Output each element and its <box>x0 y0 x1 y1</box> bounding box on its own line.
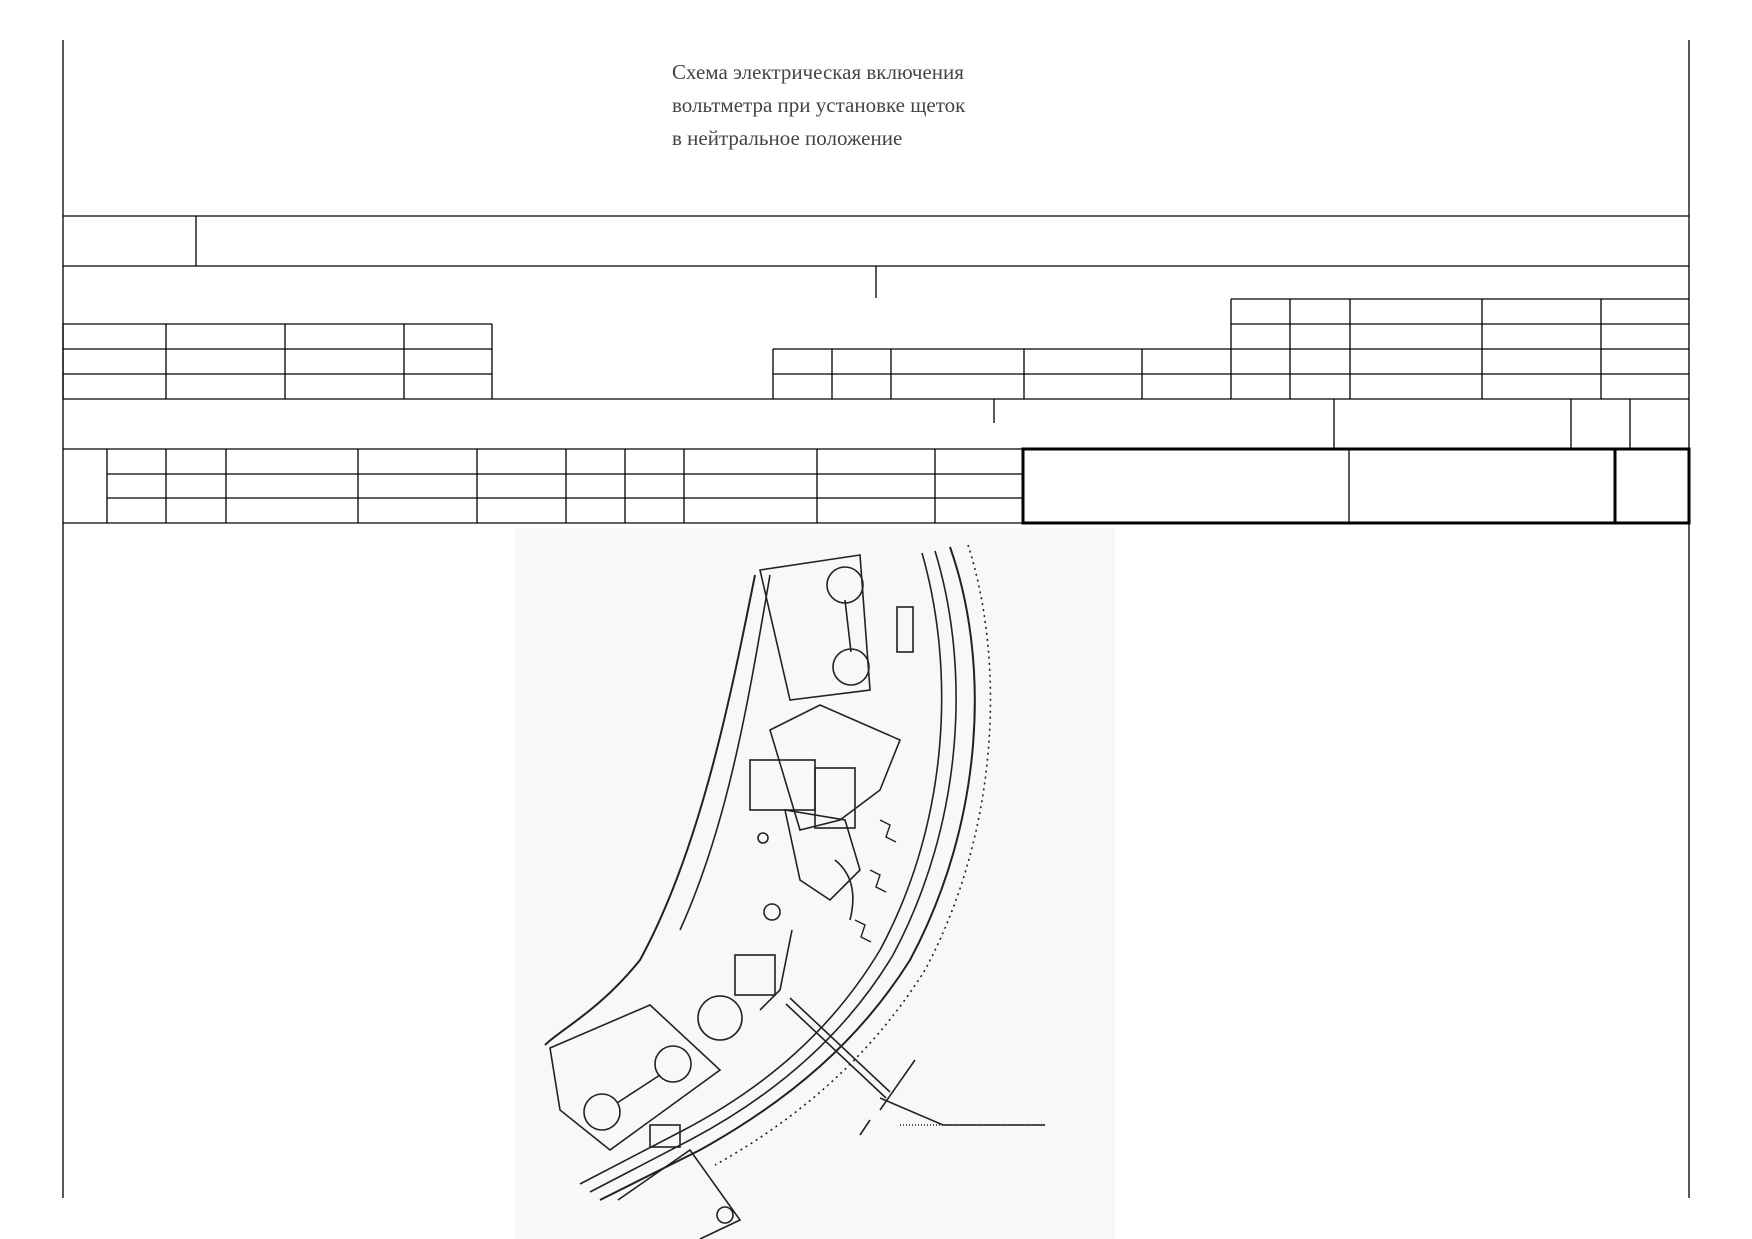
title-line-1: Схема электрическая включения <box>672 60 964 84</box>
left-grid-table <box>62 323 493 399</box>
header-strip <box>63 215 1689 298</box>
document-title: Схема электрическая включения вольтметра… <box>672 56 965 155</box>
stamp-box <box>1021 447 1691 525</box>
right-grid-table <box>772 298 1689 399</box>
title-line-3: в нейтральное положение <box>672 126 903 150</box>
title-line-2: вольтметра при установке щеток <box>672 93 966 117</box>
